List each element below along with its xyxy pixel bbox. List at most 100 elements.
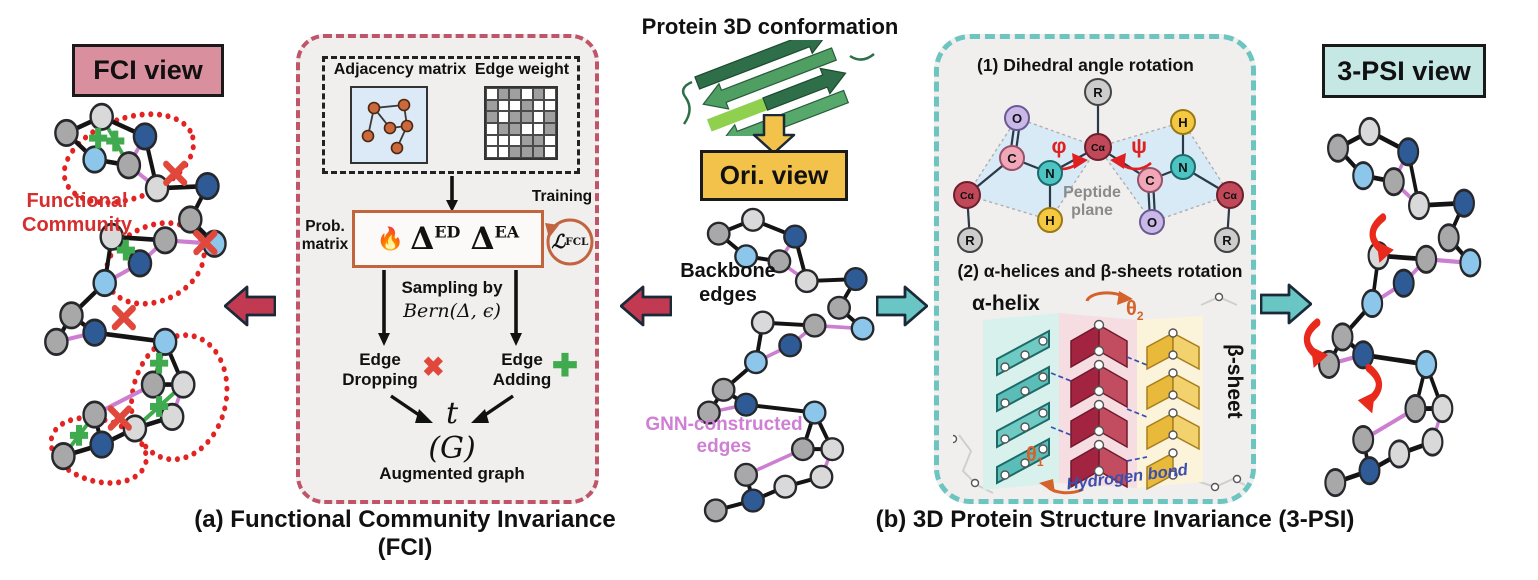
probability-matrix-box: 🔥 ΔED ΔEA xyxy=(352,210,544,268)
psi-box: (1) Dihedral angle rotation xyxy=(934,34,1256,504)
training-label: Training xyxy=(531,188,593,205)
edge-weight-cell xyxy=(497,134,510,147)
flow-arrow-diagonal-icon xyxy=(471,394,514,423)
atom-h-label: H xyxy=(1178,115,1187,130)
alpha-helix-label: α-helix xyxy=(972,292,1040,315)
flow-arrow-diagonal-icon xyxy=(390,394,433,423)
atom-n-label: N xyxy=(1045,166,1054,181)
atom-c-label: C xyxy=(1145,173,1155,188)
edge-weight-cell xyxy=(521,99,533,112)
flow-arrow-down-icon xyxy=(446,176,458,212)
edge-weight-cell xyxy=(532,111,545,123)
edge-weight-cell xyxy=(509,146,521,158)
adjacency-matrix-thumb xyxy=(350,86,428,164)
edge-weight-cell xyxy=(509,111,521,123)
edge-adding-plus-icon: ✚ xyxy=(552,348,578,383)
ori-view-label: Ori. view xyxy=(700,150,848,201)
edge-weight-cell xyxy=(544,146,556,158)
edge-weight-cell xyxy=(486,134,498,147)
secondary-structure-illustration xyxy=(953,291,1246,495)
fci-view-label: FCI view xyxy=(72,44,224,97)
edge-weight-cell xyxy=(544,123,556,135)
edge-weight-cell xyxy=(497,123,510,135)
fire-icon: 🔥 xyxy=(376,226,405,251)
atom-r-label: R xyxy=(1093,85,1103,100)
helices-sheets-rotation-title: (2) α-helices and β-sheets rotation xyxy=(957,261,1243,281)
augmented-graph-symbol: t (G) xyxy=(428,396,476,466)
peptide-plane-label: Peptide plane xyxy=(1063,184,1121,219)
left-arrow-icon xyxy=(224,285,276,327)
edge-weight-cell xyxy=(486,88,498,100)
atom-o-label: O xyxy=(1147,215,1157,230)
theta2-label: θ2 xyxy=(1126,298,1144,323)
protein-title: Protein 3D conformation xyxy=(641,14,899,39)
edge-weight-cell xyxy=(544,88,556,100)
edge-weight-cell xyxy=(497,111,510,123)
edge-weight-cell xyxy=(486,111,498,123)
atom-r-label: R xyxy=(965,233,975,248)
edge-weight-grid xyxy=(484,86,558,160)
right-arrow-icon xyxy=(1260,283,1312,325)
caption-a: (a) Functional Community Invariance (FCI… xyxy=(194,506,616,561)
edge-weight-cell xyxy=(532,123,545,135)
functional-community-label: Functional Community xyxy=(22,190,132,236)
atom-o-label: O xyxy=(1012,111,1022,126)
edge-weight-cell xyxy=(497,99,510,112)
edge-weight-cell xyxy=(486,123,498,135)
augmented-graph-label: Augmented graph xyxy=(379,464,525,483)
fci-augmented-graph xyxy=(44,102,230,486)
atom-n-label: N xyxy=(1178,160,1187,175)
flow-arrow-down-icon xyxy=(510,270,522,346)
edge-dropping-x-icon: ✖ xyxy=(422,352,445,382)
edge-weight-cell xyxy=(521,123,533,135)
gnn-edges-label: GNN-constructed edges xyxy=(645,414,803,458)
edge-weight-cell xyxy=(532,134,545,147)
atom-ca-label: Cα xyxy=(960,190,975,202)
phi-symbol: φ xyxy=(1051,135,1066,158)
edge-weight-cell xyxy=(509,134,521,147)
edge-dropping-label: Edge Dropping xyxy=(342,350,418,390)
psi-symbol: ψ xyxy=(1131,135,1147,158)
edge-weight-cell xyxy=(521,88,533,100)
down-arrow-icon xyxy=(752,114,796,154)
beta-sheet-label: β-sheet xyxy=(1223,344,1246,419)
backbone-edges-label: Backbone edges xyxy=(680,260,776,306)
adjacency-matrix-label: Adjacency matrix xyxy=(333,61,467,78)
edge-weight-cell xyxy=(497,88,510,100)
edge-weight-cell xyxy=(486,146,498,158)
edge-weight-cell xyxy=(532,88,545,100)
dihedral-rotation-title: (1) Dihedral angle rotation xyxy=(977,55,1194,75)
psi-view-label: 3-PSI view xyxy=(1322,44,1486,98)
edge-weight-cell xyxy=(532,99,545,112)
edge-adding-label: Edge Adding xyxy=(492,350,552,390)
delta-ed: ΔED xyxy=(410,221,461,257)
edge-weight-cell xyxy=(521,111,533,123)
edge-weight-label: Edge weight xyxy=(474,61,570,78)
training-loop-icon xyxy=(545,218,594,266)
prob-matrix-label: Prob. matrix xyxy=(301,218,349,254)
psi-rotated-graph xyxy=(1303,116,1482,498)
atom-h-label: H xyxy=(1045,213,1054,228)
edge-weight-cell xyxy=(509,88,521,100)
atom-r-label: R xyxy=(1222,233,1232,248)
bern-label: Bern(Δ, ϵ) xyxy=(403,300,501,322)
edge-weight-cell xyxy=(521,134,533,147)
edge-weight-cell xyxy=(544,134,556,147)
edge-weight-cell xyxy=(509,123,521,135)
original-protein-graph xyxy=(696,207,875,523)
sampling-by-label: Sampling by xyxy=(401,278,503,297)
edge-weight-cell xyxy=(521,146,533,158)
right-arrow-icon xyxy=(876,285,928,327)
edge-weight-cell xyxy=(544,99,556,112)
edge-weight-cell xyxy=(544,111,556,123)
atom-ca-label: Cα xyxy=(1223,190,1238,202)
edge-weight-cell xyxy=(532,146,545,158)
edge-weight-cell xyxy=(509,99,521,112)
graph-inputs-box xyxy=(322,56,580,174)
edge-weight-cell xyxy=(497,146,510,158)
peptide-plane-diagram: R R R O O C C N N H H Cα Cα Cα φ ψ xyxy=(953,78,1244,253)
theta1-label: θ1 xyxy=(1026,444,1044,469)
atom-ca-label: Cα xyxy=(1091,142,1106,154)
left-arrow-icon xyxy=(620,285,672,327)
